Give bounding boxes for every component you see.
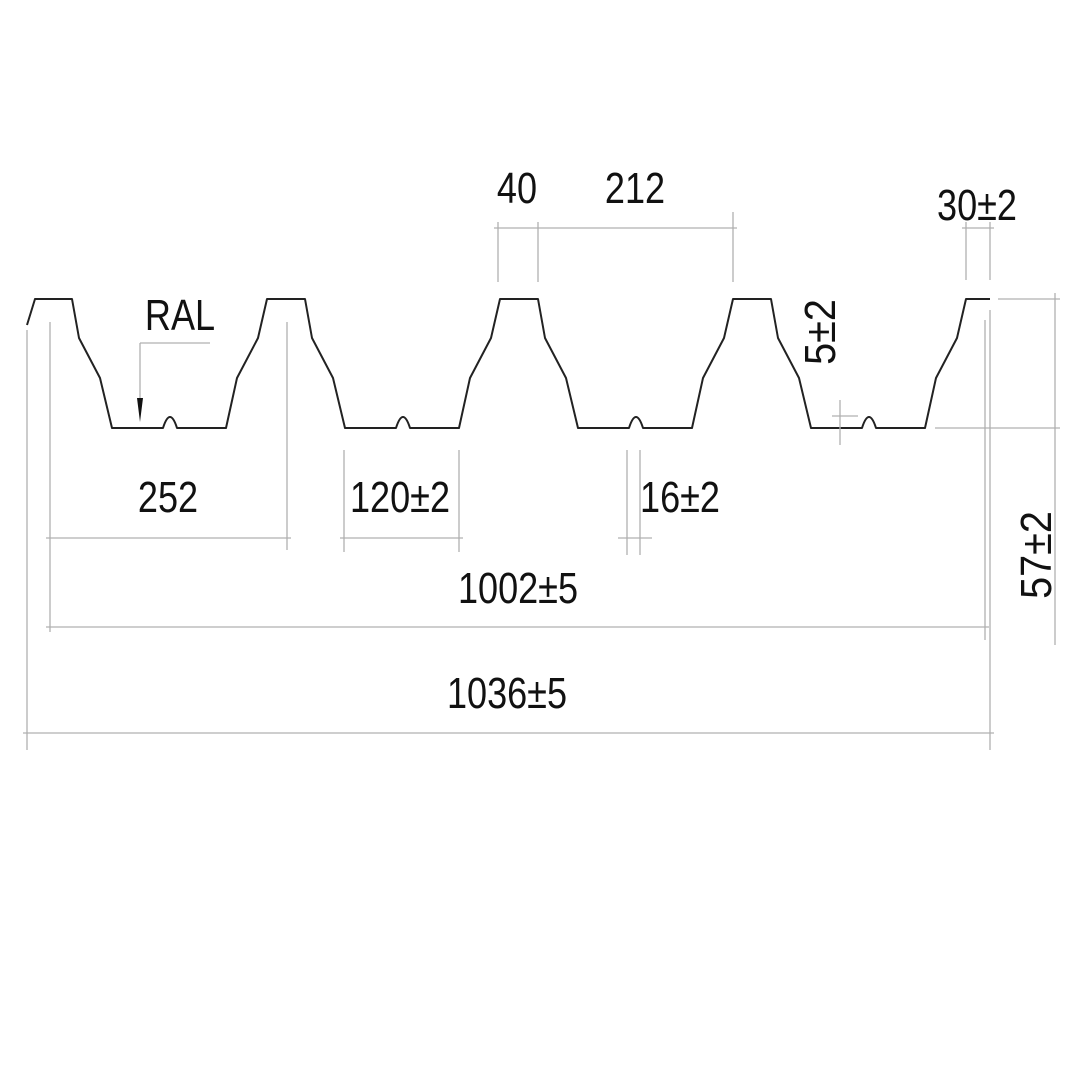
rib-height-label: 5±2: [795, 299, 844, 365]
crest-width-label: 40: [497, 164, 537, 213]
top-pitch-label: 212: [605, 164, 665, 213]
rib-width-label: 16±2: [640, 473, 720, 522]
edge-width-label: 30±2: [937, 181, 1017, 230]
total-width-label: 1036±5: [447, 669, 567, 718]
ral-leader-arrow-icon: [137, 398, 143, 422]
profile-height-label: 57±2: [1011, 511, 1060, 599]
dimension-lines: [23, 212, 1060, 750]
profile-outline: [26, 298, 990, 429]
effective-width-label: 1002±5: [458, 564, 578, 613]
pitch-252-label: 252: [138, 473, 198, 522]
sheet-profile: [26, 298, 990, 429]
ral-label: RAL: [145, 291, 215, 340]
dimension-labels: 40 212 30±2 RAL 252 120±2 16±2 1002±5 10…: [138, 164, 1061, 718]
trough-width-label: 120±2: [350, 473, 450, 522]
